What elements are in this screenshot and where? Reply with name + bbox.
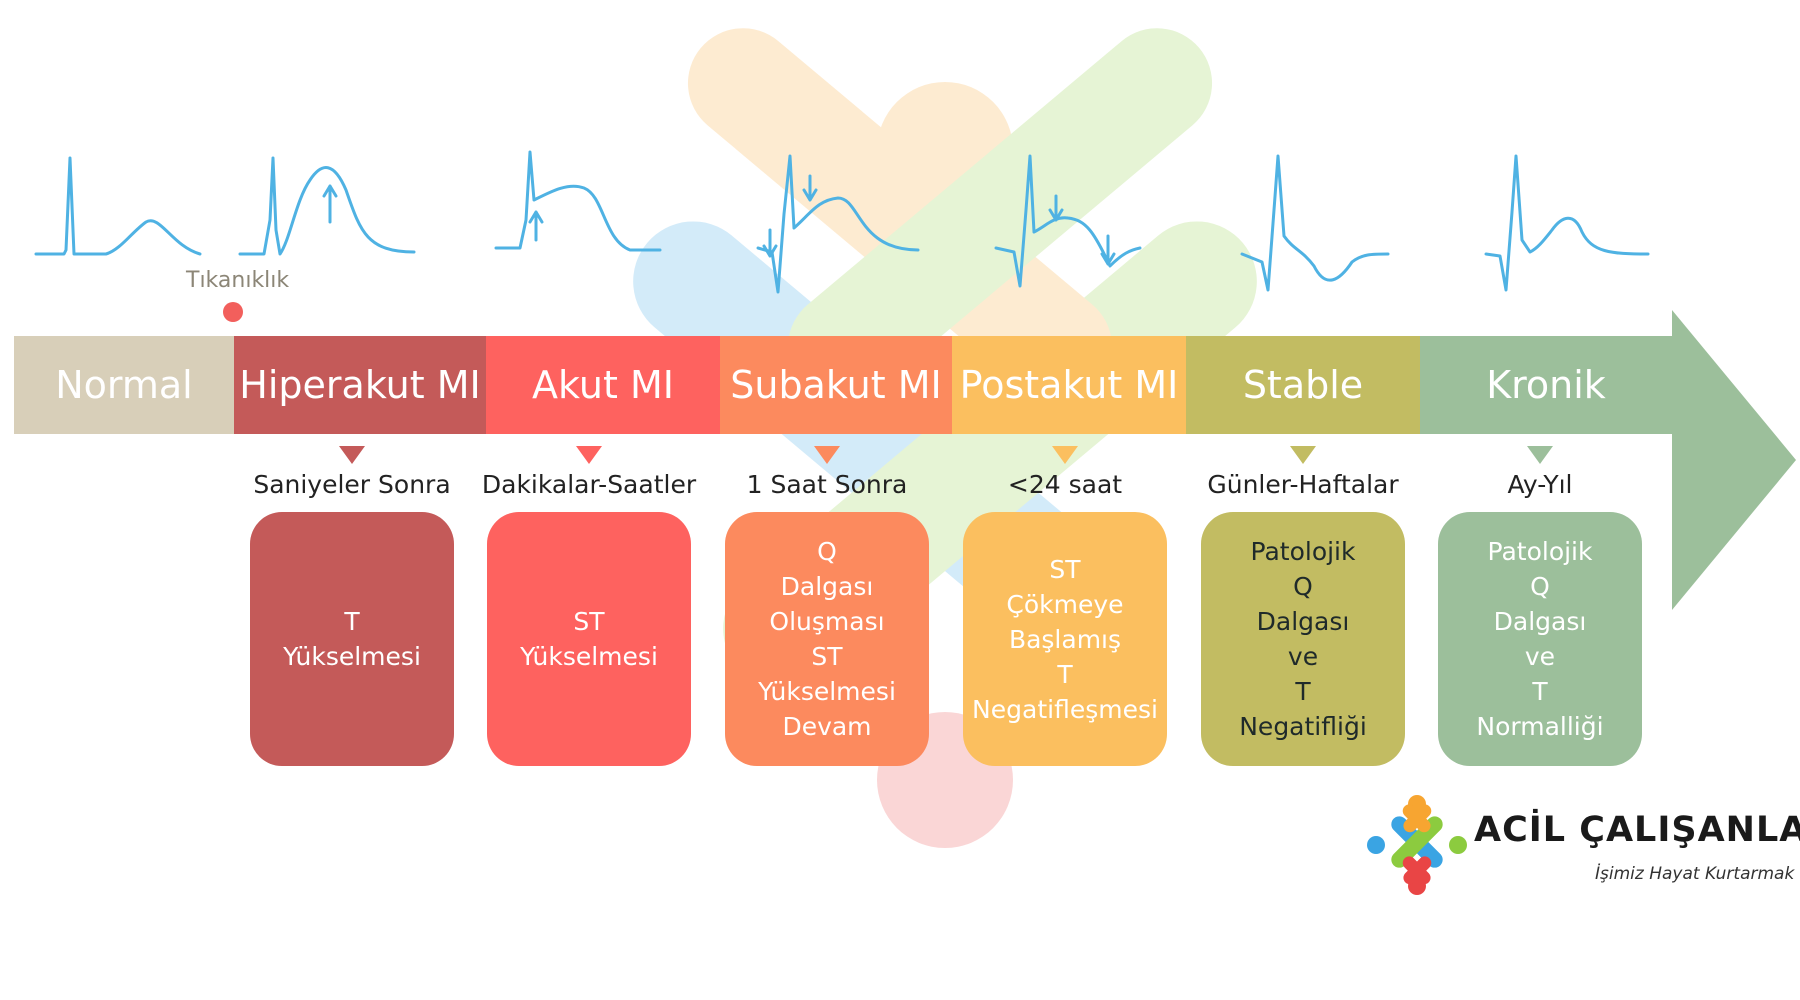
finding-line: Negatifliği	[1239, 712, 1367, 741]
time-label-kronik: Ay-Yıl	[1507, 470, 1573, 499]
finding-line: ST	[573, 607, 605, 636]
brand-name: ACİL ÇALIŞANLARI	[1474, 810, 1800, 850]
stage-marker	[1527, 446, 1553, 464]
finding-line: T	[1295, 677, 1311, 706]
arrow-down-icon	[1048, 194, 1064, 222]
finding-line: Dalgası	[780, 572, 874, 601]
finding-line: ST	[811, 642, 843, 671]
brand-mark-icon	[1367, 795, 1467, 895]
finding-line: Oluşması	[769, 607, 885, 636]
stage-marker	[814, 446, 840, 464]
arrow-down-icon	[1100, 234, 1116, 266]
brand-logo: ACİL ÇALIŞANLARI İşimiz Hayat Kurtarmak	[1362, 790, 1800, 910]
time-label-postakut: <24 saat	[1007, 470, 1123, 499]
finding-line: Patolojik	[1487, 537, 1593, 566]
finding-line: Normalliği	[1476, 712, 1604, 741]
arrow-down-icon	[762, 228, 778, 258]
ecg-normal	[34, 156, 202, 256]
finding-line: Yükselmesi	[520, 642, 658, 671]
brand-slogan: İşimiz Hayat Kurtarmak	[1595, 864, 1795, 884]
finding-line: Patolojik	[1250, 537, 1356, 566]
ecg-stable	[1240, 154, 1390, 292]
occlusion-label: Tıkanıklık	[186, 268, 290, 293]
stage-hiperakut: Hiperakut MI	[234, 336, 486, 434]
finding-box-hiperakut: T Yükselmesi	[250, 512, 454, 766]
stage-marker	[576, 446, 602, 464]
finding-line: Yükselmesi	[758, 677, 896, 706]
finding-line: ve	[1287, 642, 1319, 671]
timeline-arrow-head	[1672, 310, 1796, 610]
finding-line: Negatifleşmesi	[972, 694, 1158, 724]
finding-line: ST	[1049, 554, 1081, 584]
stage-normal: Normal	[14, 336, 234, 434]
ecg-hiperakut	[238, 156, 416, 256]
finding-line: T	[1057, 659, 1073, 689]
finding-line: Devam	[782, 712, 872, 741]
finding-line: Başlamış	[1008, 624, 1122, 654]
occlusion-dot	[223, 302, 243, 322]
finding-line: T	[344, 607, 360, 636]
arrow-down-icon	[802, 174, 818, 202]
finding-line: Dalgası	[1493, 607, 1587, 636]
finding-line: Q	[817, 537, 837, 566]
time-label-subakut: 1 Saat Sonra	[746, 470, 908, 499]
time-label-akut: Dakikalar-Saatler	[481, 470, 697, 499]
ecg-postakut	[994, 154, 1142, 288]
finding-line: Yükselmesi	[283, 642, 421, 671]
stage-stable: Stable	[1186, 336, 1420, 434]
finding-line: Dalgası	[1256, 607, 1350, 636]
stage-kronik: Kronik	[1420, 336, 1672, 434]
stage-postakut: Postakut MI	[952, 336, 1186, 434]
stage-marker	[1052, 446, 1078, 464]
finding-line: Q	[1293, 572, 1313, 601]
time-label-hiperakut: Saniyeler Sonra	[253, 470, 451, 499]
stage-marker	[1290, 446, 1316, 464]
arrow-up-icon	[528, 210, 544, 242]
stage-marker	[339, 446, 365, 464]
ecg-akut	[494, 150, 662, 252]
finding-line: Çökmeye	[1006, 589, 1124, 619]
finding-box-akut: ST Yükselmesi	[487, 512, 691, 766]
ecg-subakut	[756, 154, 920, 294]
stage-akut: Akut MI	[486, 336, 720, 434]
finding-line: ve	[1524, 642, 1556, 671]
time-label-stable: Günler-Haftalar	[1207, 470, 1399, 499]
ecg-kronik	[1484, 154, 1650, 292]
arrow-up-icon	[322, 184, 338, 224]
finding-line: T	[1532, 677, 1548, 706]
stage-subakut: Subakut MI	[720, 336, 952, 434]
finding-line: Q	[1530, 572, 1550, 601]
